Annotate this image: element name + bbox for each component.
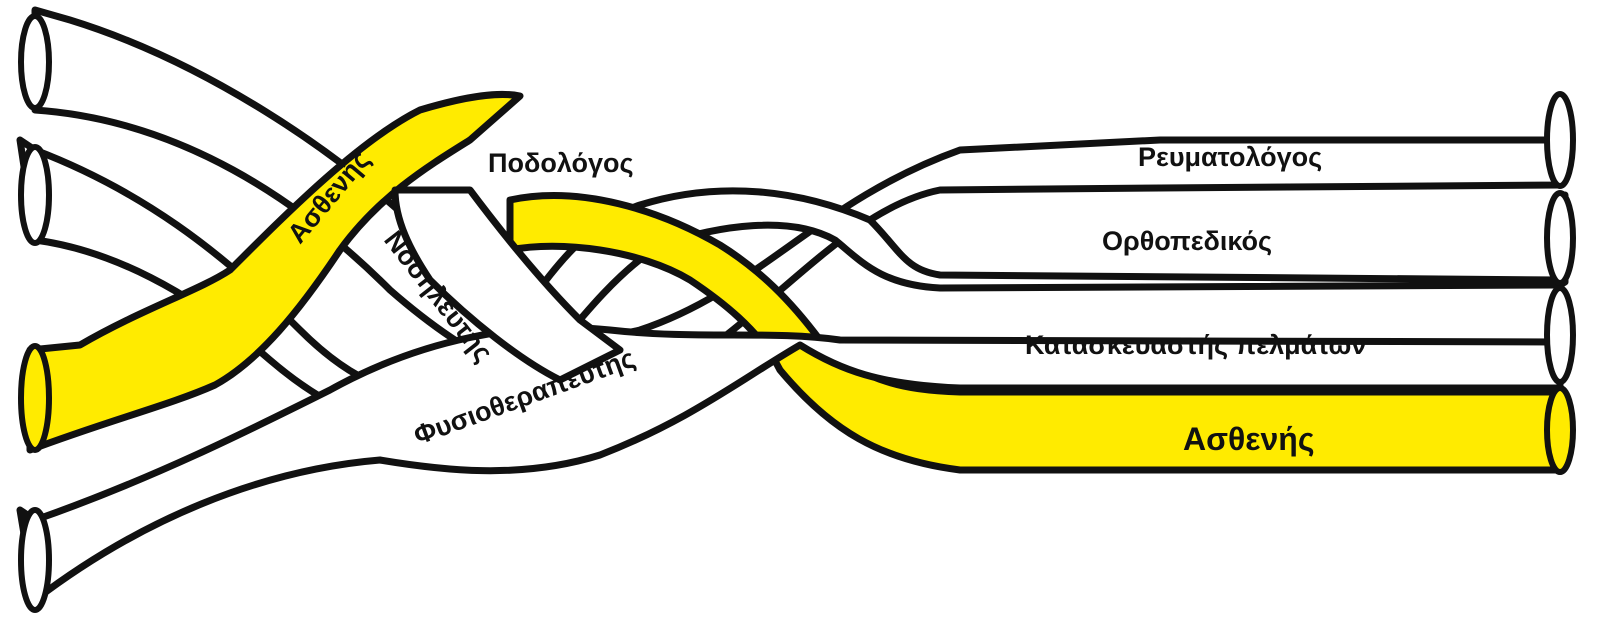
rope-end-right-4 [1544, 385, 1576, 475]
rope-end-right-2 [1544, 190, 1576, 286]
rope-end-left-1 [18, 13, 52, 111]
label-insole-maker: Κατασκευαστής πελμάτων [1025, 330, 1366, 360]
rope-end-right-1 [1544, 91, 1576, 189]
rope-end-right-3 [1544, 285, 1576, 385]
rope-end-left-3 [18, 343, 52, 453]
strand-nurse [391, 186, 624, 384]
label-podiatrist: Ποδολόγος [488, 148, 634, 178]
rope-end-left-4 [18, 507, 52, 613]
strand-patient [26, 90, 524, 454]
strand-patient-right [506, 192, 1564, 474]
strand-insole-maker [16, 324, 1564, 604]
label-rheumatologist: Ρευματολόγος [1138, 142, 1322, 172]
rope-end-left-2 [18, 144, 52, 246]
label-patient-right: Ασθενής [1183, 421, 1314, 457]
label-orthopedist: Ορθοπεδικός [1102, 226, 1272, 256]
